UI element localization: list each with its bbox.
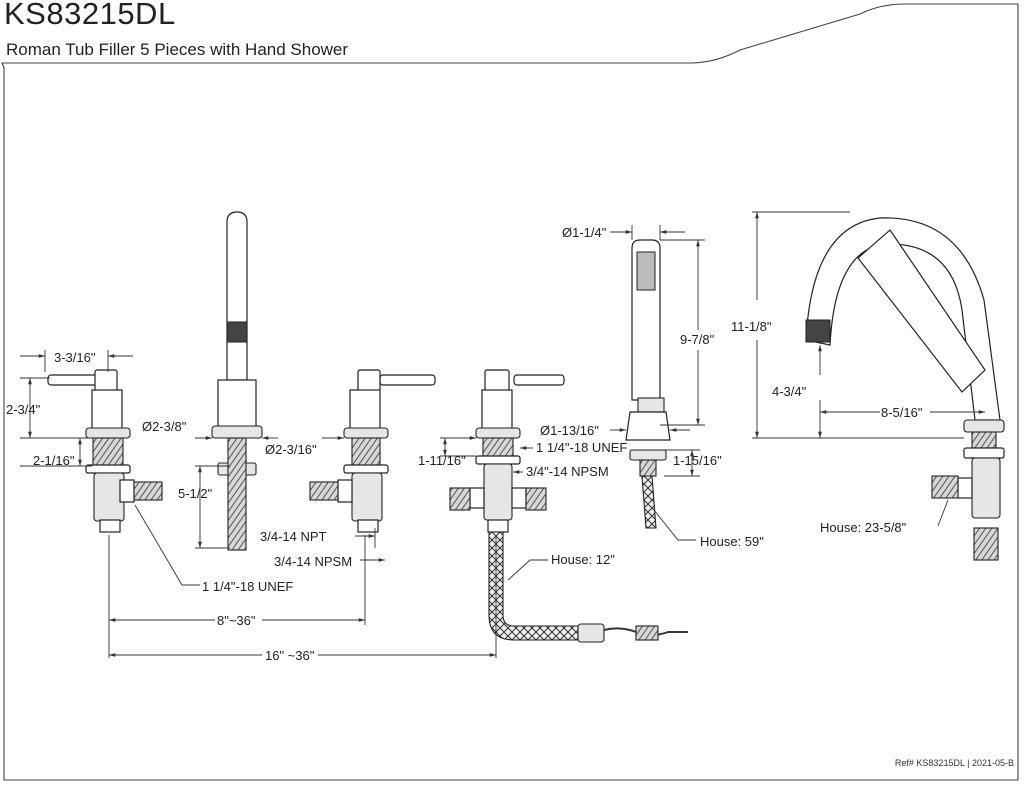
diverter-valve (449, 369, 688, 643)
dim-spread-8-36: 8"~36" (217, 613, 256, 628)
right-valve (309, 369, 436, 533)
dim-house-12: House: 12" (551, 552, 615, 567)
dim-spread-16-36: 16" ~36" (265, 648, 315, 663)
dim-house-59: House: 59" (700, 534, 764, 549)
dim-spout-shank: 5-1/2" (178, 486, 213, 501)
dim-house-23: House: 23-5/8" (820, 520, 907, 535)
dim-npt: 3/4-14 NPT (260, 529, 327, 544)
dim-valve-base-dia: Ø2-3/16" (265, 442, 317, 457)
dim-unef-mid: 1 1/4"-18 UNEF (536, 440, 627, 455)
sheet-frame (1, 3, 1019, 781)
dimension-lines (20, 211, 985, 658)
dim-handle-height: 2-3/4" (6, 402, 41, 417)
dimension-labels: 3-3/16" 2-3/4" 2-1/16" Ø2-3/8" Ø2-3/16" … (6, 225, 923, 663)
dim-npsm-mid: 3/4"-14 NPSM (526, 464, 609, 479)
dim-shower-length: 9-7/8" (680, 332, 715, 347)
hand-shower (625, 239, 671, 529)
gooseneck-spout (805, 217, 1005, 561)
dim-shower-base-dia: Ø1-13/16" (540, 423, 599, 438)
dim-npsm-left: 3/4-14 NPSM (274, 554, 352, 569)
reference-code: Ref# KS83215DL | 2021-05-B (894, 758, 1014, 768)
dim-outlet-height: 4-3/4" (772, 384, 807, 399)
dim-spout-reach: 8-5/16" (881, 405, 923, 420)
spout-assembly (211, 211, 263, 551)
dim-unef-left: 1 1/4"-18 UNEF (202, 579, 293, 594)
dim-shower-dia: Ø1-1/4" (562, 225, 607, 240)
dim-spout-height: 11-1/8" (731, 319, 772, 334)
model-number: KS83215DL (4, 0, 176, 31)
product-description: Roman Tub Filler 5 Pieces with Hand Show… (6, 40, 349, 59)
left-valve (47, 369, 163, 533)
dim-handle-width: 3-3/16" (54, 350, 96, 365)
dim-shower-shank: 1-15/16" (673, 453, 722, 468)
dim-spout-base-dia: Ø2-3/8" (142, 419, 187, 434)
dim-valve-shank: 2-1/16" (33, 453, 75, 468)
dim-diverter-shank: 1-11/16" (418, 453, 466, 468)
